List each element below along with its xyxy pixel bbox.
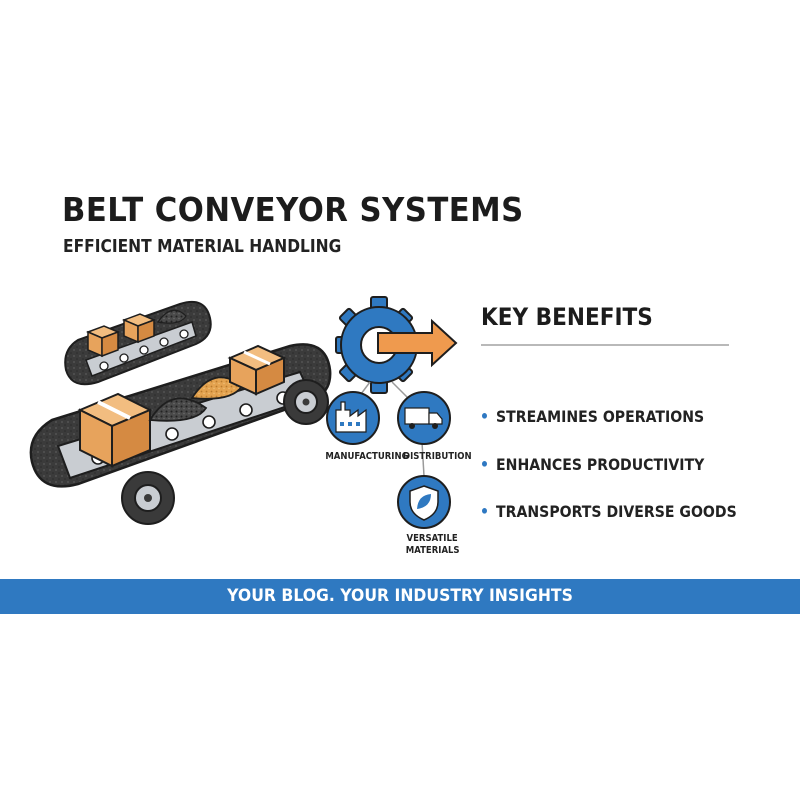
page-subtitle: EFFICIENT MATERIAL HANDLING bbox=[63, 236, 342, 257]
versatile-label-line2: MATERIALS bbox=[405, 545, 460, 556]
distribution-label: DISTRIBUTION bbox=[403, 451, 472, 462]
gravel-pile bbox=[148, 397, 208, 422]
benefits-divider bbox=[481, 344, 729, 346]
benefit-text: ENHANCES PRODUCTIVITY bbox=[496, 455, 705, 474]
bullet-icon: • bbox=[480, 455, 490, 474]
small-conveyor bbox=[64, 300, 212, 386]
gear-arrow-icon bbox=[335, 296, 458, 394]
shield-leaf-icon bbox=[397, 475, 451, 529]
banner-text: YOUR BLOG. YOUR INDUSTRY INSIGHTS bbox=[227, 586, 573, 606]
box-back bbox=[227, 344, 287, 396]
benefit-text: TRANSPORTS DIVERSE GOODS bbox=[496, 502, 737, 521]
benefit-item: • TRANSPORTS DIVERSE GOODS bbox=[480, 502, 737, 521]
factory-icon bbox=[326, 391, 380, 445]
versatile-label-line1: VERSATILE bbox=[406, 533, 458, 544]
benefit-item: • ENHANCES PRODUCTIVITY bbox=[480, 455, 704, 474]
wheel-front bbox=[121, 471, 175, 525]
manufacturing-label: MANUFACTURING bbox=[325, 451, 409, 462]
truck-icon bbox=[397, 391, 451, 445]
large-conveyor bbox=[29, 343, 332, 525]
bullet-icon: • bbox=[480, 407, 490, 426]
box-large bbox=[77, 392, 153, 468]
benefit-text: STREAMINES OPERATIONS bbox=[496, 407, 705, 426]
footer-banner: YOUR BLOG. YOUR INDUSTRY INSIGHTS bbox=[0, 579, 800, 614]
benefit-item: • STREAMINES OPERATIONS bbox=[480, 407, 704, 426]
wheel-back bbox=[283, 379, 329, 425]
bullet-icon: • bbox=[480, 502, 490, 521]
benefits-heading: KEY BENEFITS bbox=[481, 303, 653, 331]
page-title: BELT CONVEYOR SYSTEMS bbox=[62, 190, 524, 229]
